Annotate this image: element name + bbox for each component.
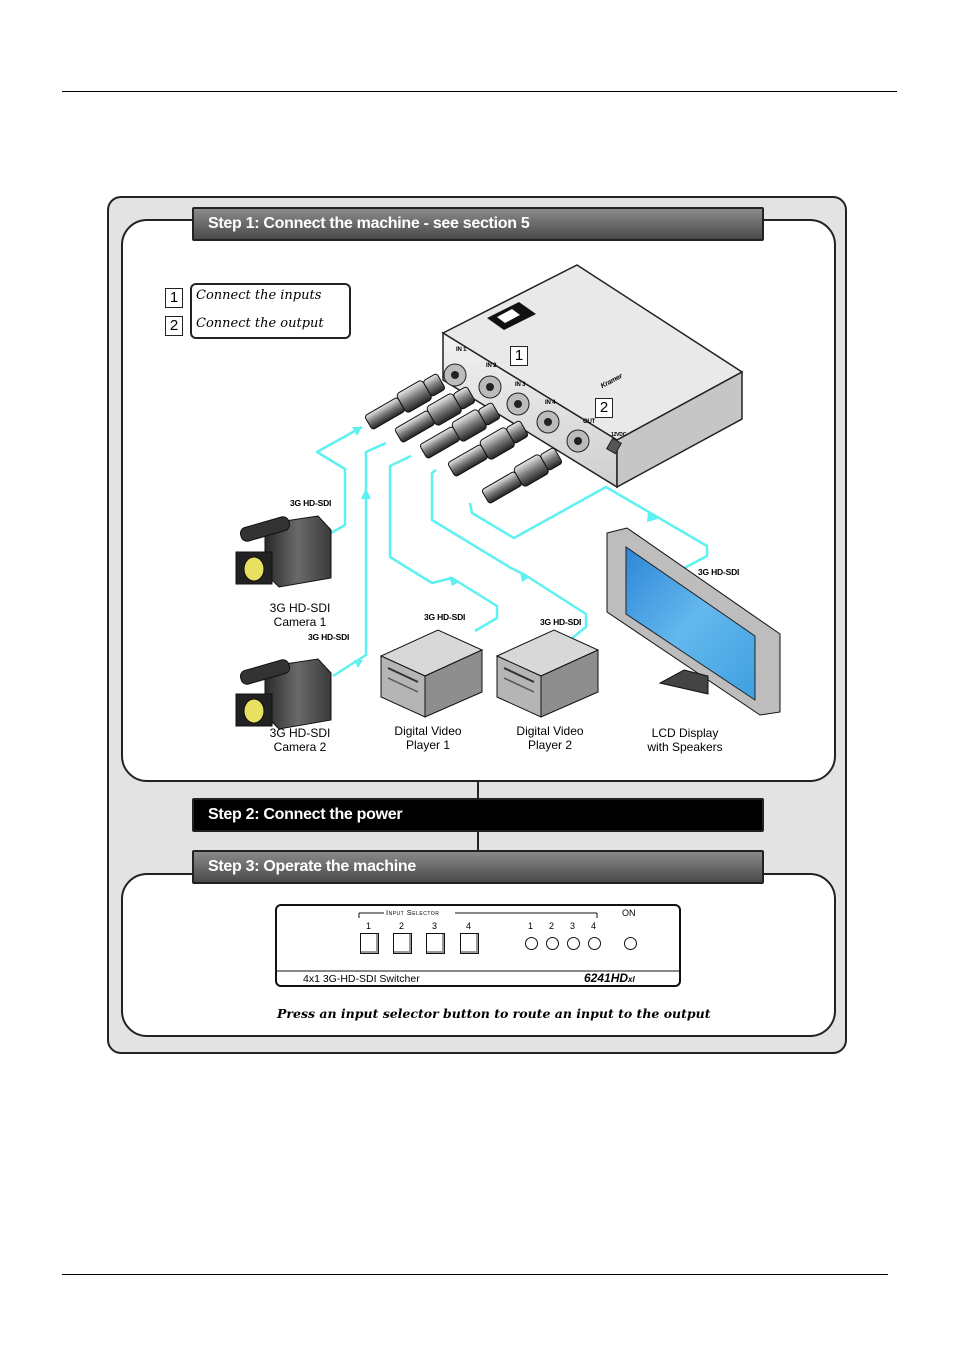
model-suffix: xl [628,975,635,984]
step3-banner: Step 3: Operate the machine [192,850,764,884]
device-badge-2: 2 [595,398,613,418]
product-name: 4x1 3G-HD-SDI Switcher [303,973,420,985]
button-number-3: 3 [432,921,438,931]
button-number-4: 4 [466,921,472,931]
legend-text-output: Connect the output [196,316,324,331]
camera-2-icon [235,658,332,730]
camera-2-label: 3G HD-SDI Camera 2 [250,726,350,754]
input-led-3 [567,937,580,950]
cable-label-camera-2: 3G HD-SDI [308,632,350,642]
instruction-caption: Press an input selector button to route … [277,1006,711,1021]
lcd-display-label: LCD Display with Speakers [630,726,740,754]
camera-2-label-line1: 3G HD-SDI [269,726,331,740]
legend-text-inputs: Connect the inputs [196,288,322,303]
player-1-label-line2: Player 1 [405,738,451,752]
legend-box [190,283,351,339]
player-1-label-line1: Digital Video [394,724,462,738]
lcd-display-label-line1: LCD Display [651,726,719,740]
camera-2-label-line2: Camera 2 [273,740,327,754]
input-led-2 [546,937,559,950]
cable-label-player-1: 3G HD-SDI [424,612,466,622]
legend-number-2: 2 [165,316,183,336]
step-connector-line [477,782,479,798]
input-selector-button-2[interactable] [393,933,412,954]
player-1-label: Digital Video Player 1 [378,724,478,752]
port-label-in2: IN 2 [486,363,497,369]
input-led-4 [588,937,601,950]
model-number: 6241HD [584,971,629,985]
port-label-out: OUT [583,419,596,425]
video-player-1-icon [379,629,484,718]
camera-1-label: 3G HD-SDI Camera 1 [250,601,350,629]
bottom-rule [62,1274,888,1275]
cable-label-player-2: 3G HD-SDI [540,617,582,627]
lcd-display-label-line2: with Speakers [647,740,723,754]
switcher-box [441,264,744,489]
led-number-3: 3 [570,921,576,931]
input-selector-button-1[interactable] [360,933,379,954]
button-number-2: 2 [399,921,405,931]
input-selector-button-4[interactable] [460,933,479,954]
step-connector-line [477,832,479,850]
led-number-1: 1 [528,921,534,931]
camera-1-label-line2: Camera 1 [273,615,327,629]
player-2-label: Digital Video Player 2 [500,724,600,752]
on-label: ON [622,908,636,918]
lcd-display-icon [606,527,781,716]
input-selector-button-3[interactable] [426,933,445,954]
port-label-power: 12VDC [611,432,627,438]
step2-banner: Step 2: Connect the power [192,798,764,832]
input-selector-title: Input Selector [386,908,440,917]
cable-label-camera-1: 3G HD-SDI [290,498,332,508]
port-label-in3: IN 3 [515,382,526,388]
cable-label-display: 3G HD-SDI [698,567,740,577]
top-rule [62,91,897,92]
input-led-1 [525,937,538,950]
led-number-4: 4 [591,921,597,931]
cable-lines [315,425,709,678]
port-label-in4: IN 4 [545,400,556,406]
player-2-label-line1: Digital Video [516,724,584,738]
device-badge-1: 1 [510,346,528,366]
led-number-2: 2 [549,921,555,931]
player-2-label-line2: Player 2 [527,738,573,752]
legend-number-1: 1 [165,288,183,308]
camera-1-icon [235,515,332,588]
button-number-1: 1 [366,921,372,931]
model-name: 6241HDxl [584,971,635,985]
port-label-in1: IN 1 [456,347,467,353]
bnc-connectors [364,373,563,504]
power-led [624,937,637,950]
step1-banner: Step 1: Connect the machine - see sectio… [192,207,764,241]
video-player-2-icon [495,629,600,718]
camera-1-label-line1: 3G HD-SDI [269,601,331,615]
